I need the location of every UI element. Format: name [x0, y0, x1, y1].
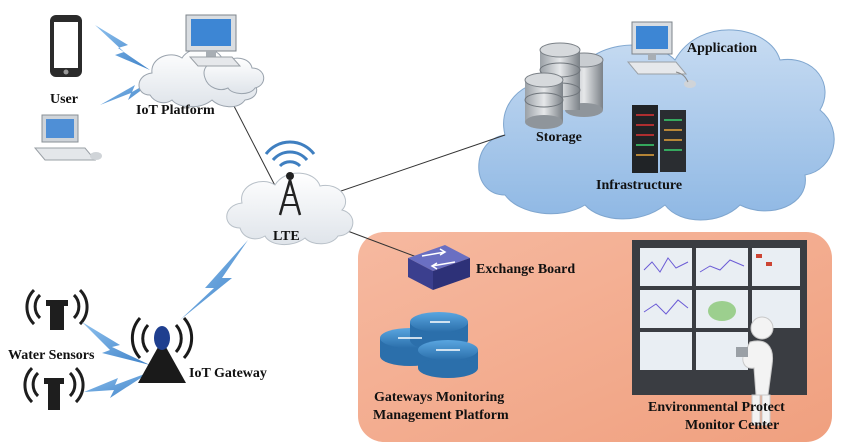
lte-label: LTE [273, 229, 300, 244]
water-sensor-icon [25, 288, 89, 330]
iot-gateway-icon [130, 317, 194, 383]
iot-gateway-label: IoT Gateway [189, 366, 267, 381]
router-cluster-icon [380, 312, 478, 378]
epmc-label-line1: Environmental Protect [648, 400, 785, 415]
user-computer-icon [33, 114, 102, 161]
storage-label: Storage [536, 130, 582, 145]
operator-figure-icon [736, 316, 774, 426]
wireless-signal-icon [95, 25, 150, 70]
iot-platform-label: IoT Platform [136, 103, 215, 118]
gmmp-label-line2: Management Platform [373, 408, 509, 423]
water-sensor-icon [23, 366, 85, 410]
infrastructure-label: Infrastructure [596, 178, 683, 193]
wireless-signal-icon [180, 240, 248, 320]
wireless-signal-icon [100, 75, 162, 105]
exchange-board-label: Exchange Board [476, 262, 576, 277]
lte-tower-icon [226, 140, 354, 245]
server-rack-icon [632, 105, 686, 173]
wireless-signal-icon [82, 322, 150, 365]
application-label: Application [687, 41, 758, 56]
smartphone-icon [50, 15, 82, 77]
epmc-label-line2: Monitor Center [685, 418, 780, 433]
gmmp-label-line1: Gateways Monitoring [374, 390, 505, 405]
application-computer-icon [626, 21, 696, 88]
storage-icon [524, 42, 604, 129]
monitor-wall-icon [632, 240, 807, 395]
user-label: User [50, 92, 78, 107]
water-sensors-label: Water Sensors [8, 348, 95, 363]
iot-platform-icon [138, 14, 265, 108]
exchange-board-icon [408, 245, 470, 290]
wireless-signal-icon [84, 372, 150, 398]
